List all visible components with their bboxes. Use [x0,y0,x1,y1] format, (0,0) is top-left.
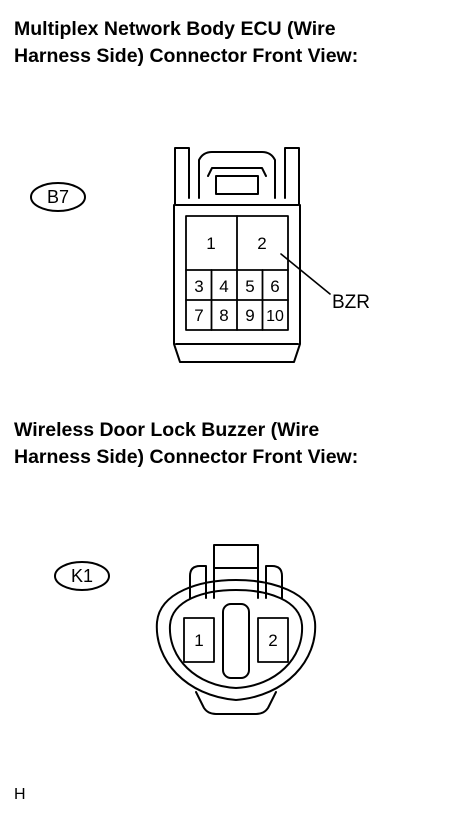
connector-1-pin-10: 10 [266,308,284,325]
connector-1-pin-9: 9 [245,306,254,325]
connector-1-code: B7 [47,187,69,207]
connector-2-heading-line1: Wireless Door Lock Buzzer (Wire [14,419,320,441]
connector-2-terminal-1 [183,617,215,663]
connector-1-pin-7: 7 [194,306,203,325]
connector-1-latch [174,147,300,206]
connector-1-pin-4: 4 [219,277,228,296]
connector-1-heading-line1: Multiplex Network Body ECU (Wire [14,18,336,40]
connector-1-pin-1: 1 [206,234,215,253]
connector-2-inner-body [168,589,304,689]
connector-2-body [155,579,317,701]
connector-2-pin-1: 1 [194,631,203,650]
connector-2-center-key [222,603,250,679]
footer-letter: H [14,786,26,803]
connector-2-heading-line2: Harness Side) Connector Front View: [14,446,359,468]
connector-2-code: K1 [71,566,93,586]
connector-2-housing [54,544,317,715]
connector-1-body [173,204,301,363]
connector-1-pin-6: 6 [270,277,279,296]
connector-2-latch [189,544,283,599]
connector-1-pin-8: 8 [219,306,228,325]
connector-1-callout-line [280,253,331,295]
connector-1-pin-3: 3 [194,277,203,296]
connector-1-heading: Multiplex Network Body ECU (Wire Harness… [14,16,358,70]
connector-2-heading: Wireless Door Lock Buzzer (Wire Harness … [14,417,358,471]
connector-1-housing [30,147,331,363]
connector-1-callout-label: BZR [332,292,370,313]
connector-2-terminal-2 [257,617,289,663]
connector-1-pin-2: 2 [257,234,266,253]
connector-1-code-oval [30,182,86,212]
connector-1-heading-line2: Harness Side) Connector Front View: [14,45,359,67]
connector-2-pin-2: 2 [268,631,277,650]
connector-2-code-oval [54,561,110,591]
connector-1-pin-5: 5 [245,277,254,296]
